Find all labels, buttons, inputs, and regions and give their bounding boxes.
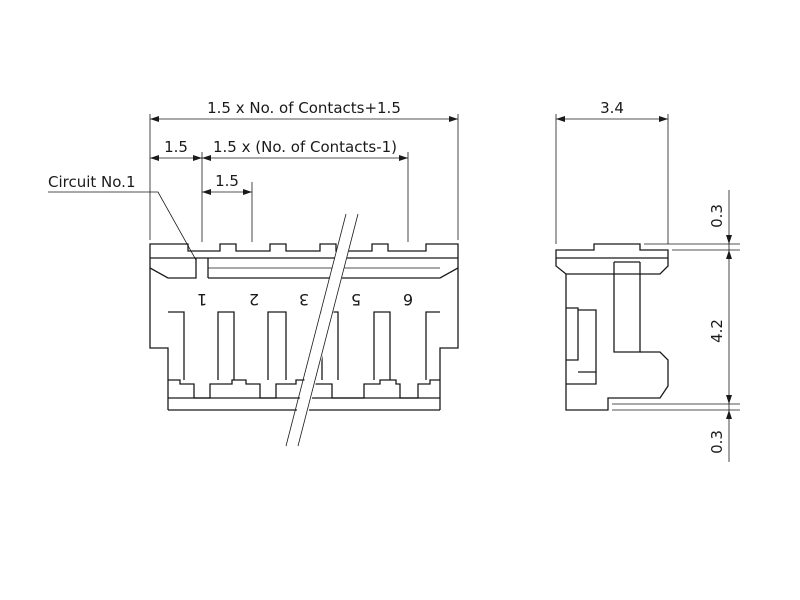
circuit-number-2: 2: [249, 290, 259, 309]
dim-edge-label: 1.5: [164, 138, 188, 156]
contact-slot-7: [425, 311, 440, 380]
contact-slot-2: [217, 311, 235, 380]
dim-bottom-arrow: [726, 410, 732, 419]
front-band-right: [410, 258, 459, 279]
side-inner-slot: [613, 262, 641, 353]
front-dimensions: 1.5 x No. of Contacts+1.5 1.5 1.5 x (No.…: [48, 99, 459, 261]
dim-overall-label: 1.5 x No. of Contacts+1.5: [207, 99, 401, 117]
dim-pitch-arrow-right: [243, 189, 252, 195]
dim-body-height-label: 4.2: [708, 319, 726, 343]
dim-top-height-label: 0.3: [708, 204, 726, 228]
side-step: [566, 372, 597, 385]
dim-inner-arrow-right: [399, 155, 408, 161]
side-pocket: [566, 307, 579, 361]
circuit-no-label: Circuit No.1: [48, 173, 136, 191]
circuit-number-5: 5: [351, 290, 361, 309]
circuit-number-1: 1: [197, 290, 207, 309]
side-dimensions: 3.4 0.3 4.2 0.3: [555, 99, 740, 462]
dim-side-arrow-right: [659, 116, 668, 122]
dim-side-arrow-left: [556, 116, 565, 122]
dim-pitch-label: 1.5: [215, 172, 239, 190]
break-line-right: [297, 213, 359, 447]
dim-top-arrow: [726, 235, 732, 244]
circuit-leader: [48, 191, 197, 261]
dim-edge-arrow-right: [193, 155, 202, 161]
contact-slot-6: [373, 311, 391, 380]
dim-overall-arrow-right: [449, 116, 458, 122]
circuit-number-6: 6: [403, 290, 413, 309]
circuit-number-3: 3: [299, 290, 309, 309]
side-outline: [565, 274, 669, 411]
break-gap: [288, 214, 358, 446]
contact-slot-3: [267, 311, 287, 380]
side-view: [555, 243, 669, 411]
dim-body-arrow-bottom: [726, 395, 732, 404]
contact-slot-1: [168, 311, 185, 380]
front-top-ridge: [149, 243, 459, 258]
dim-body-arrow-top: [726, 250, 732, 259]
dim-edge-arrow-left: [150, 155, 159, 161]
side-top: [555, 243, 669, 258]
dim-overall-arrow-left: [150, 116, 159, 122]
dim-inner-arrow-left: [202, 155, 211, 161]
side-top-chamfer: [555, 258, 669, 275]
break-line-left: [285, 213, 347, 447]
dim-side-width-label: 3.4: [600, 99, 624, 117]
front-band-left: [149, 258, 197, 279]
dim-inner-label: 1.5 x (No. of Contacts-1): [213, 138, 397, 156]
front-view: 1 2 3 5 6: [149, 213, 459, 447]
dim-bottom-height-label: 0.3: [708, 430, 726, 454]
front-right-side: [439, 268, 459, 410]
front-left-side: [149, 268, 169, 410]
dim-pitch-arrow-left: [202, 189, 211, 195]
side-pocket-2: [578, 309, 597, 373]
